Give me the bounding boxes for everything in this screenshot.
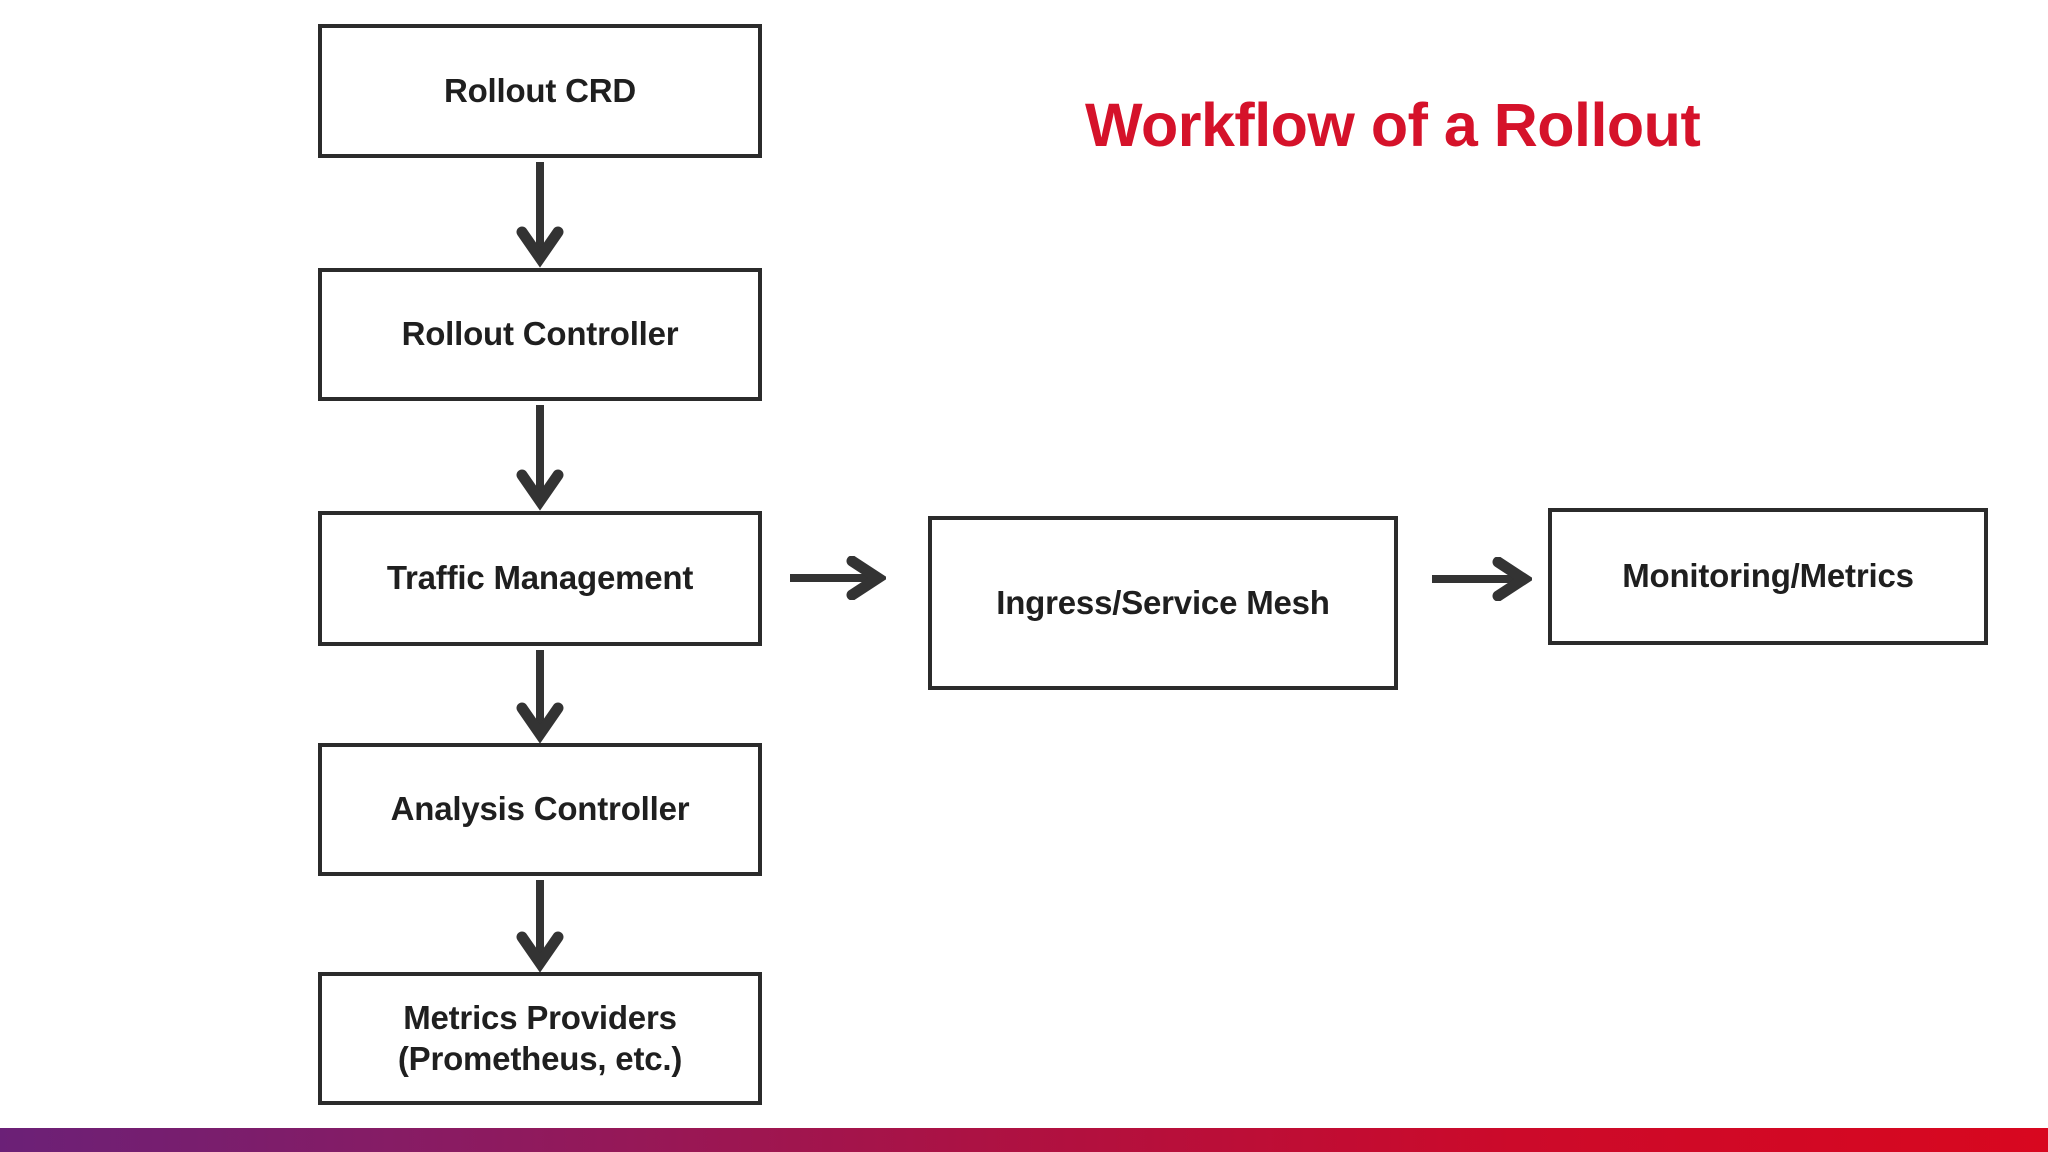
- page-title: Workflow of a Rollout: [1085, 91, 1701, 159]
- arrow-down-icon-controller-to-traffic: [516, 401, 564, 511]
- arrow-right-icon-traffic-to-ingress: [786, 556, 886, 600]
- arrow-down-icon-crd-to-controller: [516, 158, 564, 268]
- arrow-right-icon-ingress-to-monitoring: [1428, 557, 1532, 601]
- flow-node-monitoring-metrics[interactable]: Monitoring/Metrics: [1548, 508, 1988, 645]
- flow-node-ingress-service-mesh[interactable]: Ingress/Service Mesh: [928, 516, 1398, 690]
- flow-node-label: Monitoring/Metrics: [1622, 557, 1914, 595]
- flow-node-traffic-management[interactable]: Traffic Management: [318, 511, 762, 646]
- flow-node-label: Ingress/Service Mesh: [996, 583, 1330, 621]
- flow-node-label: Metrics Providers (Prometheus, etc.): [397, 999, 683, 1077]
- flow-node-label: Analysis Controller: [390, 790, 690, 828]
- arrow-down-icon-traffic-to-analysis: [516, 646, 564, 743]
- flow-node-label: Rollout Controller: [401, 315, 679, 353]
- flow-node-label: Traffic Management: [386, 559, 694, 597]
- flow-node-label: Rollout CRD: [443, 71, 637, 109]
- flow-node-rollout-controller[interactable]: Rollout Controller: [318, 268, 762, 401]
- flow-node-rollout-crd[interactable]: Rollout CRD: [318, 24, 762, 158]
- footer-gradient-bar: [0, 1128, 2048, 1152]
- arrow-down-icon-analysis-to-metrics: [516, 876, 564, 972]
- flow-node-analysis-controller[interactable]: Analysis Controller: [318, 743, 762, 876]
- flow-node-metrics-providers[interactable]: Metrics Providers (Prometheus, etc.): [318, 972, 762, 1105]
